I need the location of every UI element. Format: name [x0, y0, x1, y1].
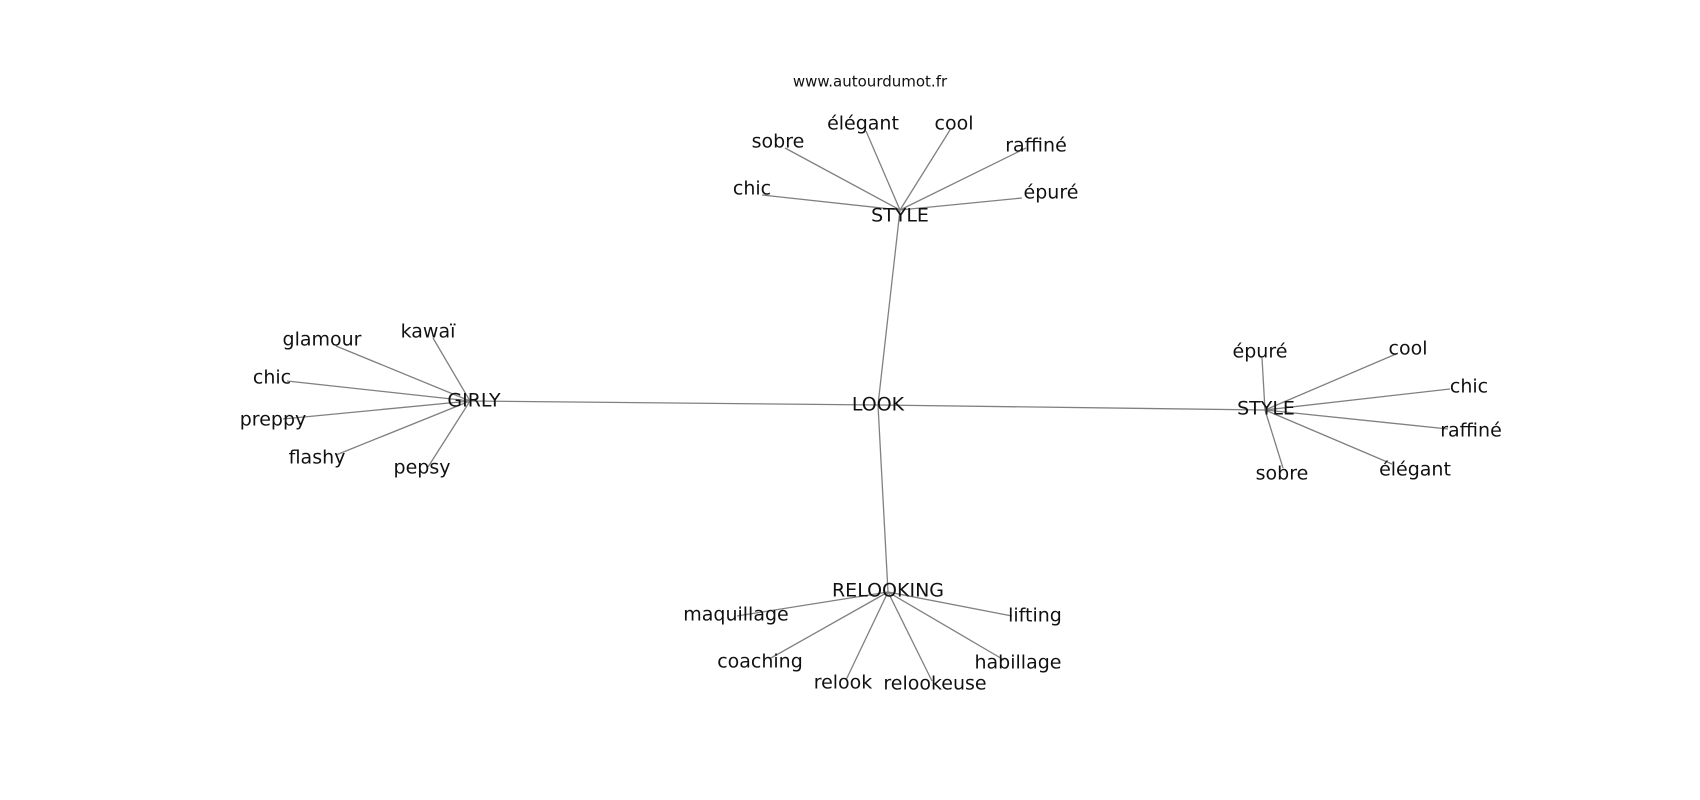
word-node-label[interactable]: raffiné — [1005, 135, 1067, 157]
root-node-label[interactable]: LOOK — [852, 394, 905, 416]
labels-layer: LOOK STYLE chic sobre élégant cool raffiné épur… — [240, 113, 1502, 695]
edge-girly-to-word — [286, 380, 471, 402]
word-node-label[interactable]: épuré — [1024, 182, 1079, 204]
edge-girly-to-word — [282, 400, 471, 420]
word-node-label[interactable]: sobre — [752, 131, 805, 153]
edge-relooking-to-word — [887, 591, 933, 682]
edge-style-to-word — [784, 147, 901, 211]
edge-style-to-word — [899, 129, 951, 211]
word-node-label[interactable]: coaching — [717, 651, 803, 673]
word-node-label[interactable]: élégant — [1379, 459, 1451, 481]
word-node-label[interactable]: maquillage — [683, 604, 788, 626]
edge-root-to-relooking — [877, 404, 889, 593]
word-node-label[interactable]: habillage — [975, 652, 1062, 674]
word-node-label[interactable]: cool — [1389, 338, 1428, 360]
edge-style-to-word — [1264, 409, 1449, 430]
edge-relooking-to-word — [887, 591, 1013, 617]
cluster-node-label[interactable]: GIRLY — [447, 390, 501, 412]
edge-style-to-word — [1264, 353, 1397, 411]
word-node-label[interactable]: chic — [1450, 376, 1488, 398]
edge-relooking-to-word — [770, 591, 889, 659]
cluster-node-label[interactable]: RELOOKING — [832, 580, 944, 602]
edge-style-to-word — [865, 130, 901, 211]
edge-root-to-style — [877, 404, 1266, 411]
edge-style-to-word — [1264, 409, 1284, 469]
edge-style-to-word — [899, 147, 1027, 211]
edge-girly-to-word — [432, 337, 471, 402]
site-watermark[interactable]: www.autourdumot.fr — [793, 73, 948, 91]
word-node-label[interactable]: chic — [253, 367, 291, 389]
cluster-node-label[interactable]: STYLE — [871, 205, 929, 227]
word-node-label[interactable]: sobre — [1256, 463, 1309, 485]
cluster-node-label[interactable]: STYLE — [1237, 398, 1295, 420]
word-node-label[interactable]: cool — [935, 113, 974, 135]
edge-girly-to-word — [335, 400, 471, 456]
word-node-label[interactable]: épuré — [1233, 341, 1288, 363]
word-node-label[interactable]: preppy — [240, 409, 307, 431]
word-node-label[interactable]: glamour — [283, 329, 362, 351]
word-node-label[interactable]: kawaï — [401, 321, 456, 343]
edge-root-to-girly — [469, 400, 879, 406]
edge-style-to-word — [1264, 388, 1451, 411]
edge-relooking-to-word — [887, 591, 1005, 661]
edge-style-to-word — [761, 194, 901, 211]
edge-relooking-to-word — [736, 591, 889, 617]
edge-girly-to-word — [335, 345, 471, 402]
word-node-label[interactable]: flashy — [289, 447, 346, 469]
word-node-label[interactable]: lifting — [1008, 605, 1062, 627]
edge-style-to-word — [1264, 409, 1393, 465]
edge-girly-to-word — [427, 400, 471, 468]
word-node-label[interactable]: relookeuse — [883, 673, 986, 695]
edge-style-to-word — [1261, 357, 1266, 411]
edges-layer — [282, 129, 1451, 682]
word-node-label[interactable]: pepsy — [394, 457, 451, 479]
edge-root-to-style — [877, 209, 901, 406]
edge-style-to-word — [899, 197, 1023, 211]
word-node-label[interactable]: relook — [814, 672, 873, 694]
edge-relooking-to-word — [845, 591, 889, 681]
word-node-label[interactable]: raffiné — [1440, 420, 1502, 442]
word-node-label[interactable]: élégant — [827, 113, 899, 135]
word-node-label[interactable]: chic — [733, 178, 771, 200]
